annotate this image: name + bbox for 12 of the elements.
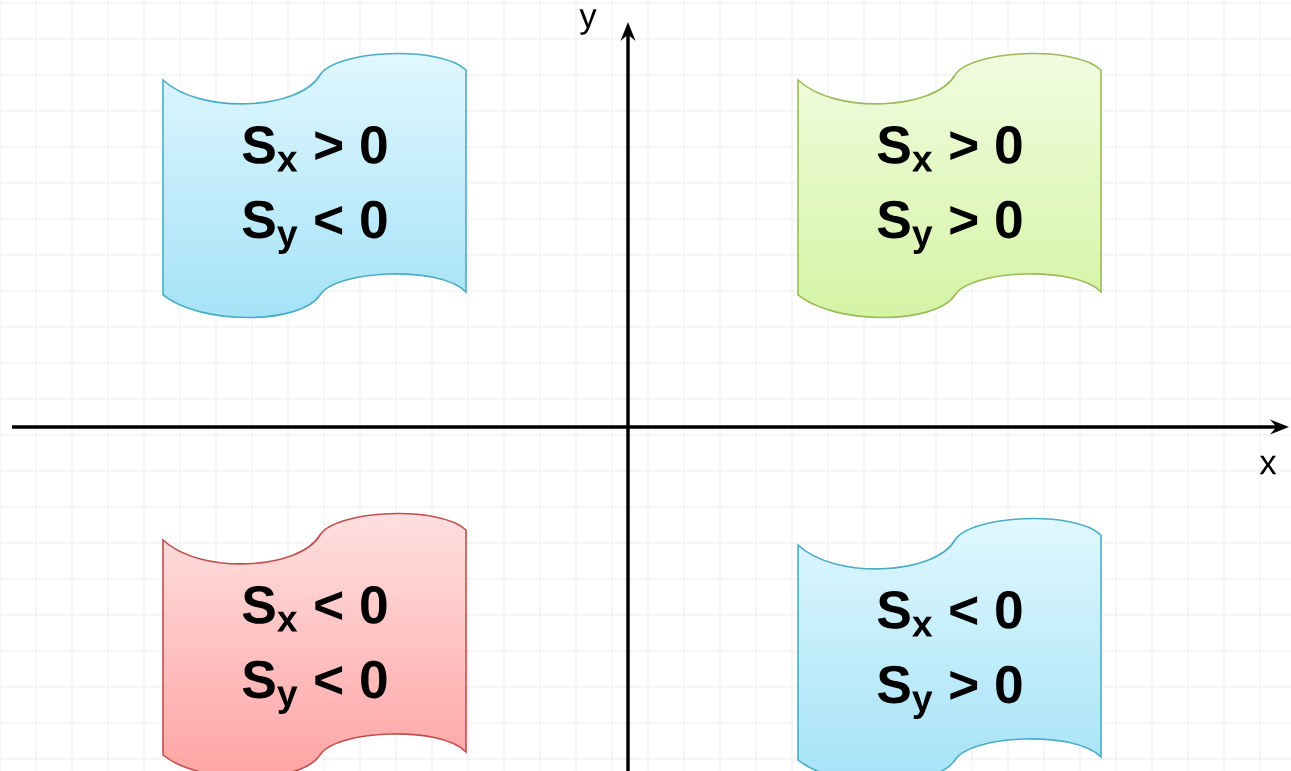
axis-label: y: [579, 9, 597, 35]
condition-text: S$_{y}$ > 0: [877, 200, 1022, 254]
condition-text: S$_{x}$ > 0: [242, 126, 387, 172]
banner-shape: [797, 517, 1102, 771]
banner-shape: [162, 512, 467, 771]
condition-text: S$_{y}$ < 0: [242, 660, 387, 714]
condition-text: S$_{y}$ < 0: [242, 200, 387, 254]
condition-text: S$_{y}$ > 0: [877, 665, 1022, 719]
axis-label: x: [1259, 455, 1277, 475]
condition-text: S$_{x}$ > 0: [877, 126, 1022, 172]
condition-text: S$_{x}$ < 0: [242, 586, 387, 632]
condition-text: S$_{x}$ < 0: [877, 591, 1022, 637]
